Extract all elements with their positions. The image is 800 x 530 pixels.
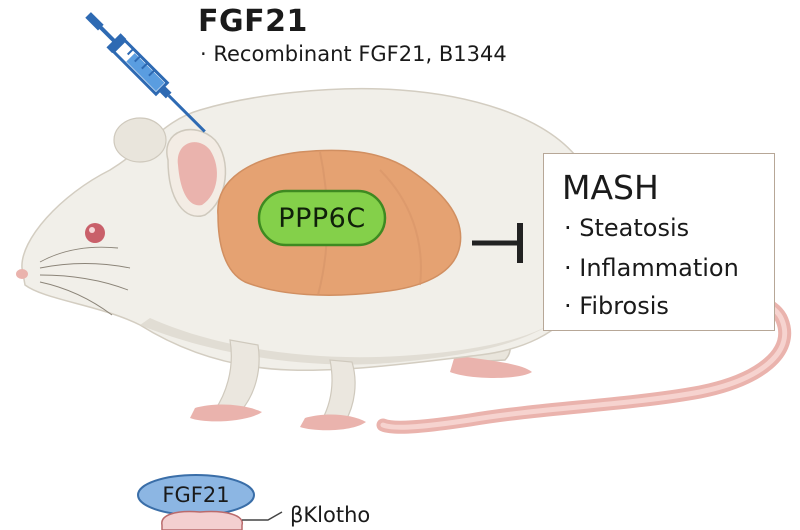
- mash-item-fibrosis: · Fibrosis: [564, 292, 669, 320]
- mouse-whiskers: [39, 246, 131, 316]
- mouse-nose: [16, 269, 28, 279]
- drug-subtitle: · Recombinant FGF21, B1344: [200, 42, 507, 66]
- mouse-front-foot: [190, 404, 262, 422]
- klotho-label: βKlotho: [290, 503, 371, 527]
- mash-title: MASH: [562, 168, 659, 207]
- mash-item-steatosis: · Steatosis: [564, 214, 690, 242]
- fgf21-ligand-label: FGF21: [162, 483, 230, 507]
- ppp6c-label: PPP6C: [278, 202, 366, 234]
- mouse-eye: [85, 223, 105, 243]
- mash-item-inflammation: · Inflammation: [564, 254, 739, 282]
- receptor-illustration: [137, 474, 283, 530]
- klotho-shape: [161, 510, 243, 530]
- syringe-icon: [85, 12, 206, 133]
- mash-box: MASH · Steatosis · Inflammation · Fibros…: [543, 153, 775, 331]
- klotho-pointer-line: [242, 511, 283, 521]
- mouse-hind-foot: [450, 355, 532, 378]
- ppp6c-pill: [257, 189, 387, 247]
- drug-title: FGF21: [198, 4, 308, 39]
- inhibition-arrow-icon: [472, 223, 523, 263]
